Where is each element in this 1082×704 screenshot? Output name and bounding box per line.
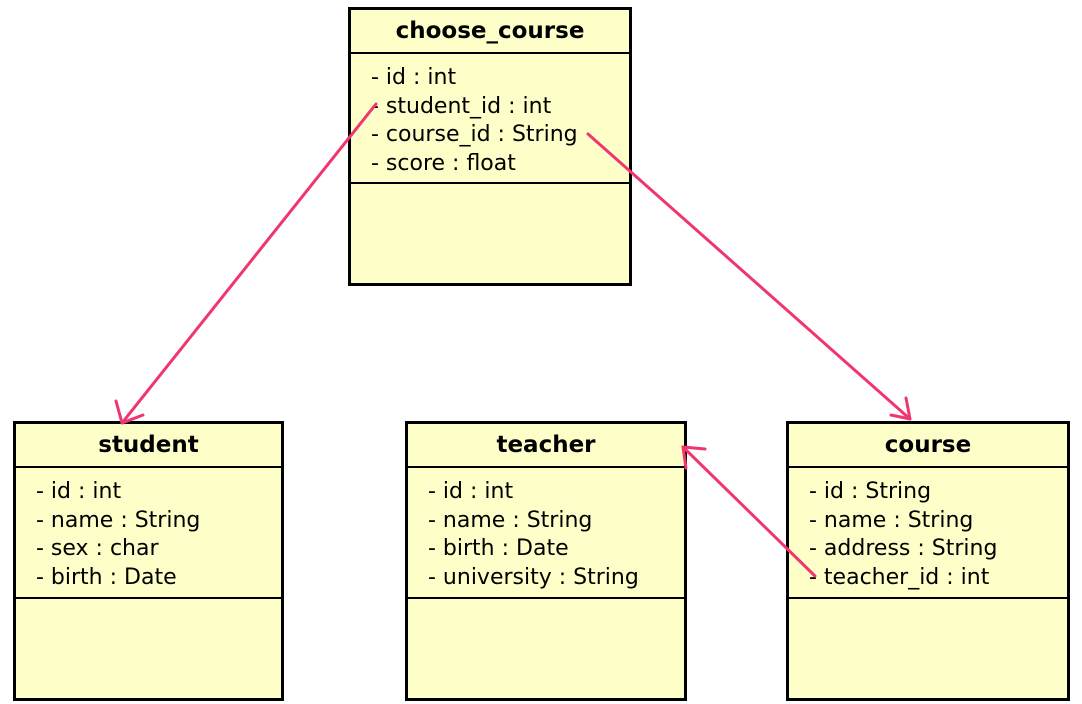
attribute-teacher-id: - teacher_id : int [809,564,990,590]
class-student[interactable]: student - id : int - name : String - sex… [13,421,284,701]
attribute-score: - score : float [371,150,516,176]
attribute-university: - university : String [428,564,639,590]
attribute-student-id: - student_id : int [371,93,552,119]
class-name: teacher [408,424,684,468]
attribute-id: - id : String [809,479,932,504]
class-name: course [789,424,1067,468]
attribute-course-id: - course_id : String [371,122,578,147]
attribute-compartment: - id : int - student_id : int - course_i… [351,54,629,184]
class-teacher[interactable]: teacher - id : int - name : String - bir… [405,421,687,701]
attribute-name: - name : String [36,507,201,533]
attribute-compartment: - id : int - name : String - sex : char … [16,468,281,599]
attribute-birth: - birth : Date [36,564,177,590]
attribute-sex: - sex : char [36,536,159,561]
attribute-compartment: - id : String - name : String - address … [789,468,1067,599]
relation-student-id-to-student[interactable] [114,102,378,425]
class-course[interactable]: course - id : String - name : String - a… [786,421,1070,701]
class-name: choose_course [351,10,629,54]
attribute-name: - name : String [809,507,974,533]
attribute-birth: - birth : Date [428,536,569,561]
class-name: student [16,424,281,468]
attribute-address: - address : String [809,536,998,561]
attribute-compartment: - id : int - name : String - birth : Dat… [408,468,684,599]
attribute-id: - id : int [428,479,514,504]
attribute-id: - id : int [36,479,122,504]
attribute-id: - id : int [371,65,457,90]
relation-course-id-to-course[interactable] [586,132,912,421]
class-choose-course[interactable]: choose_course - id : int - student_id : … [348,7,632,286]
attribute-name: - name : String [428,507,593,533]
